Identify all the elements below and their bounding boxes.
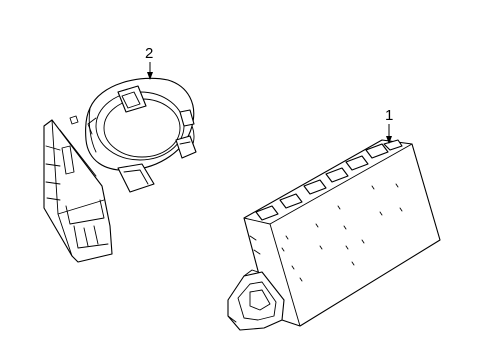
callout-1-arrowhead (386, 136, 392, 144)
part-2-ring-assembly (43, 77, 197, 263)
part-1-connector (227, 269, 285, 331)
callout-1: 1 (385, 107, 393, 124)
callout-2-group: 2 (145, 45, 153, 80)
part-2-ring (85, 77, 197, 193)
callout-2-arrowhead (147, 72, 153, 80)
part-1-top-connectors (255, 139, 403, 221)
part-2-bracket (43, 115, 113, 263)
part-1-rivets (281, 183, 403, 282)
callout-2: 2 (145, 45, 153, 62)
callout-1-group: 1 (385, 107, 393, 144)
part-1-module (227, 139, 441, 331)
